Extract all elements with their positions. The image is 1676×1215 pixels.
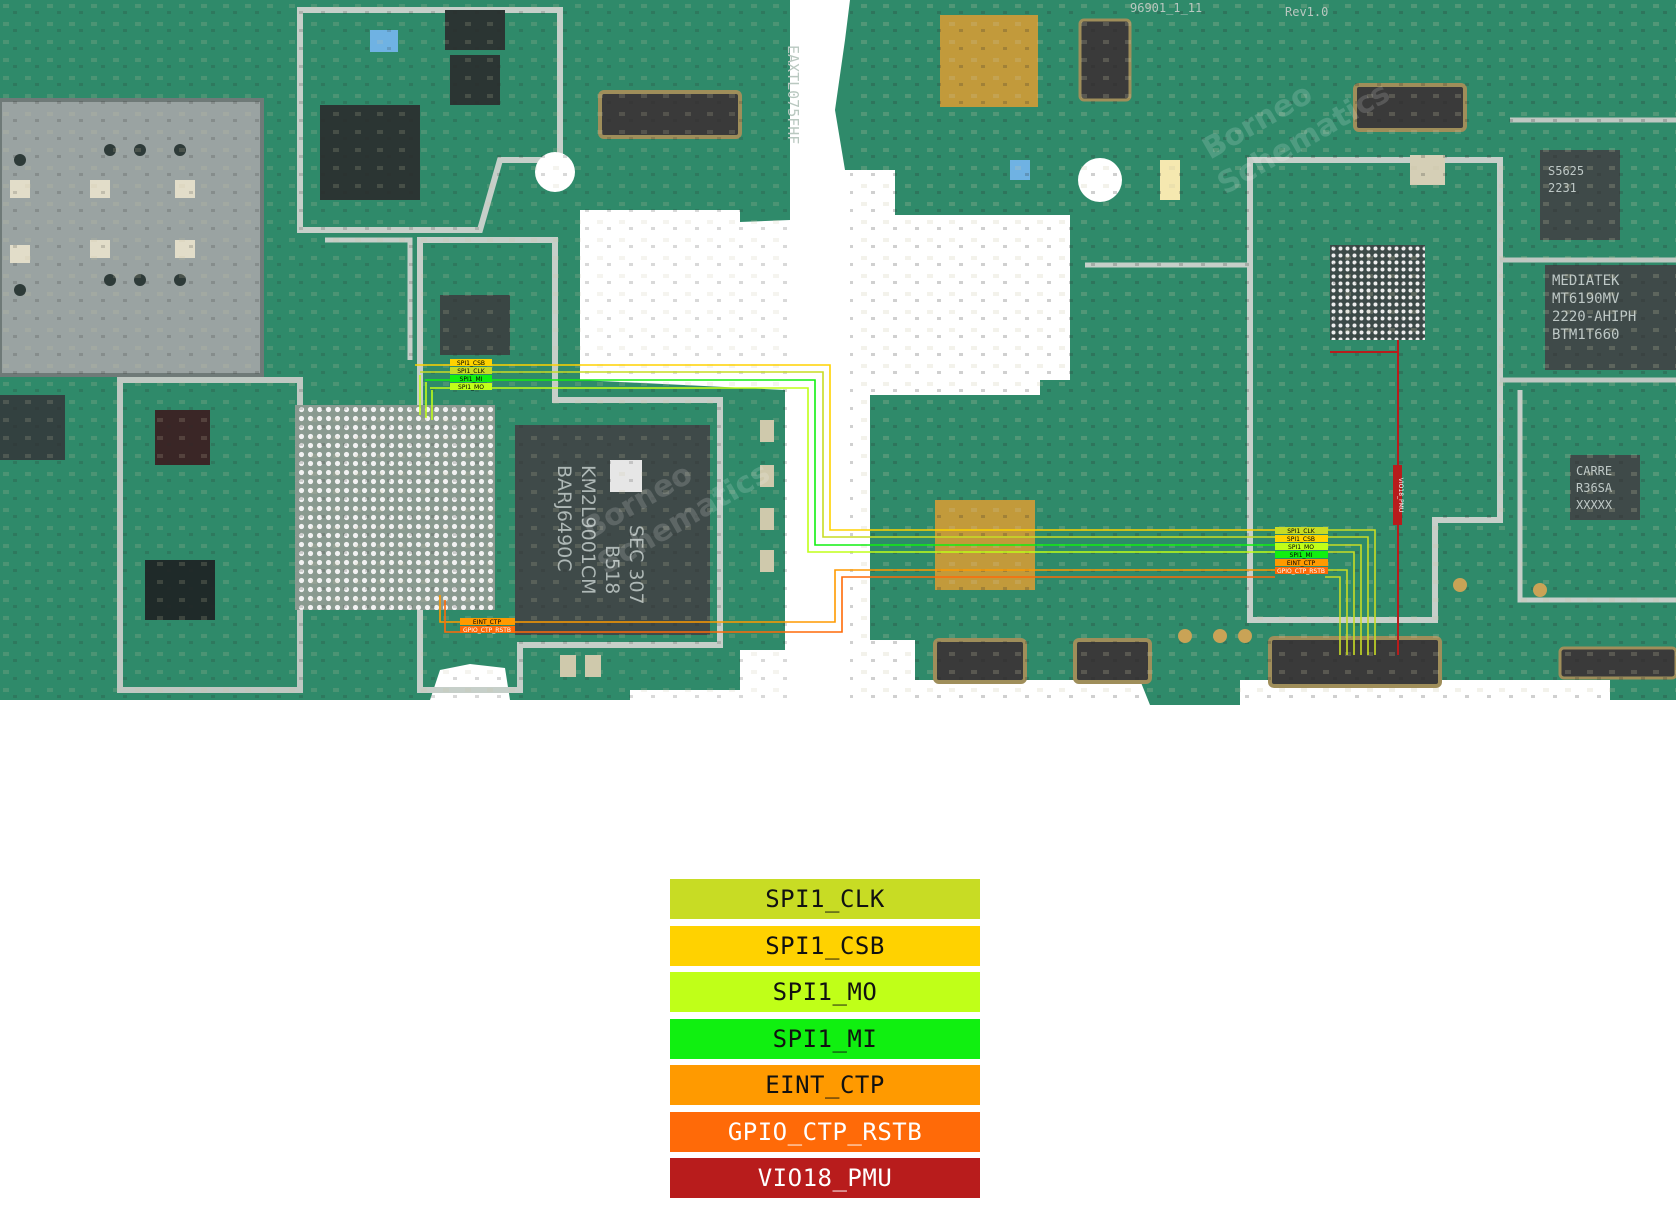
right-tag-gpio-ctp-rstb: GPIO_CTP_RSTB — [1277, 568, 1325, 575]
legend-label: GPIO_CTP_RSTB — [727, 1117, 923, 1146]
legend-eint-ctp: EINT_CTP — [670, 1065, 980, 1105]
legend-label: SPI1_MI — [772, 1024, 878, 1053]
left-tag-spi1-mi: SPI1_MI — [460, 376, 483, 383]
right-tag-spi1-csb: SPI1_CSB — [1287, 536, 1315, 543]
signal-legend: SPI1_CLK SPI1_CSB SPI1_MO SPI1_MI EINT_C… — [670, 879, 980, 1205]
left-tag-spi1-mo: SPI1_MO — [458, 384, 484, 391]
right-tag-spi1-mi: SPI1_MI — [1290, 552, 1313, 559]
left-tag-spi1-clk: SPI1_CLK — [457, 368, 486, 375]
legend-spi1-mi: SPI1_MI — [670, 1018, 980, 1059]
legend-gpio-ctp-rstb: GPIO_CTP_RSTB — [670, 1111, 980, 1152]
legend-spi1-mo: SPI1_MO — [670, 972, 980, 1012]
left-net-tags: SPI1_CSB SPI1_CLK SPI1_MI SPI1_MO EINT_C… — [450, 359, 515, 634]
legend-spi1-clk: SPI1_CLK — [670, 879, 980, 919]
right-tag-spi1-mo: SPI1_MO — [1288, 544, 1314, 551]
left-tag-eint-ctp: EINT_CTP — [473, 619, 502, 626]
right-tag-eint-ctp: EINT_CTP — [1287, 560, 1316, 567]
legend-vio18-pmu: VIO18_PMU — [670, 1158, 980, 1198]
pcb-board-diagram: SEC 307 B518 KM2L9001CM BARJ6490C EAXTL0… — [0, 0, 1676, 705]
right-board: MEDIATEK MT6190MV 2220-AHIPH BTM1T660 S5… — [835, 0, 1676, 705]
legend-label: EINT_CTP — [765, 1071, 885, 1099]
legend-label: SPI1_CSB — [765, 931, 885, 960]
left-board: SEC 307 B518 KM2L9001CM BARJ6490C EAXTL0… — [0, 0, 802, 700]
right-net-tags: SPI1_CLK SPI1_CSB SPI1_MO SPI1_MI EINT_C… — [1275, 465, 1404, 575]
left-tag-gpio-ctp-rstb: GPIO_CTP_RSTB — [463, 627, 511, 634]
right-tag-vio18-pmu: VIO18_PMU — [1397, 478, 1404, 512]
signal-traces — [415, 340, 1399, 655]
legend-label: VIO18_PMU — [757, 1164, 893, 1192]
legend-label: SPI1_CLK — [765, 885, 885, 913]
legend-label: SPI1_MO — [772, 978, 878, 1006]
legend-spi1-csb: SPI1_CSB — [670, 925, 980, 966]
left-tag-spi1-csb: SPI1_CSB — [457, 360, 485, 367]
right-tag-spi1-clk: SPI1_CLK — [1287, 528, 1316, 535]
